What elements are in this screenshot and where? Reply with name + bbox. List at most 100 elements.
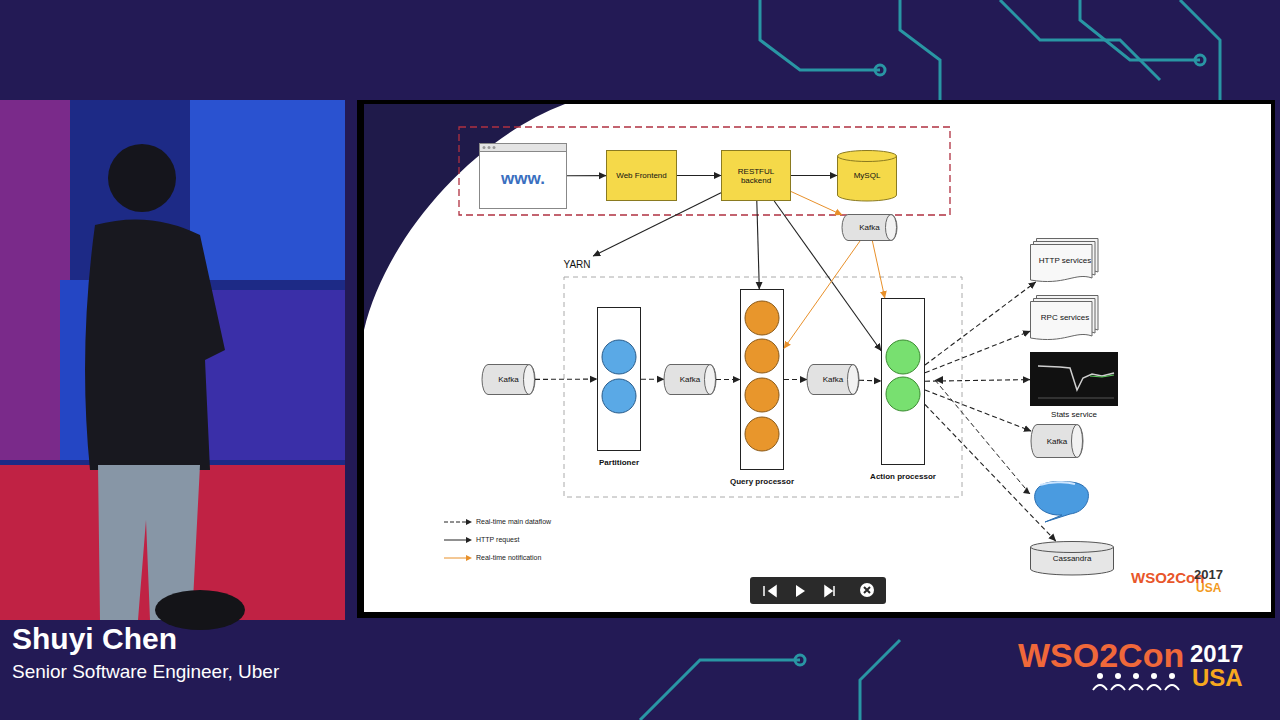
- circuit-node: [875, 65, 885, 75]
- queue-cylinder: Kafka: [482, 364, 535, 395]
- task-circle: [745, 417, 779, 451]
- web-group-frame: [459, 127, 950, 215]
- database-cylinder: MySQL: [837, 150, 897, 201]
- node-caption: Partitioner: [599, 458, 639, 467]
- logo-country: USA: [1192, 664, 1243, 692]
- node-text: MySQL: [852, 171, 883, 180]
- stage-panel: [200, 290, 345, 460]
- chart-panel: [1030, 352, 1118, 406]
- cylinder-end: [1072, 425, 1083, 458]
- processor-frame: [741, 290, 784, 470]
- circuit-line: [760, 0, 880, 70]
- chat-bubble: [1035, 482, 1089, 522]
- prev-icon: [764, 586, 776, 596]
- legend-sample: [444, 540, 466, 541]
- node-text: Kafka: [1045, 437, 1069, 446]
- processor-box: Query processor: [740, 289, 784, 470]
- request-arrow: [791, 175, 837, 176]
- logo-people-bodies: [1093, 685, 1179, 690]
- dataflow-arrow: [716, 379, 740, 380]
- player-bar: [750, 577, 886, 604]
- task-circle: [745, 378, 779, 412]
- cylinder-end: [524, 365, 535, 395]
- service-document: RPC services: [1030, 295, 1100, 340]
- logo-text: WSO2Con: [1131, 569, 1204, 586]
- play-icon: [796, 585, 805, 597]
- circuit-line: [860, 640, 900, 720]
- speaker-name: Shuyi Chen: [12, 622, 177, 656]
- node-text: Cassandra: [1051, 554, 1094, 563]
- dataflow-arrow: [859, 380, 881, 382]
- logo-country: USA: [1196, 581, 1221, 595]
- browser-bar: [480, 144, 567, 152]
- legend-sample: [444, 558, 466, 559]
- node-text: www.: [499, 169, 547, 189]
- request-arrow: [757, 201, 760, 289]
- logo-year: 2017: [1194, 567, 1223, 582]
- dataflow-arrow: [641, 379, 664, 380]
- database-cylinder: Cassandra: [1030, 541, 1114, 575]
- dataflow-arrow: [925, 282, 1036, 365]
- browser-dot: [493, 146, 496, 149]
- dataflow-arrow: [925, 331, 1030, 373]
- processor-box: Partitioner: [597, 307, 641, 451]
- stage-panel: [190, 100, 345, 280]
- logo-text: WSO2Con: [1018, 636, 1184, 675]
- yarn-group-frame: [564, 277, 962, 497]
- node-text: Kafka: [821, 375, 845, 384]
- arrow-head: [1023, 487, 1030, 494]
- bubble-highlight: [1040, 482, 1075, 485]
- task-circle: [602, 379, 636, 413]
- logo-year: 2017: [1190, 640, 1243, 668]
- task-circle: [745, 301, 779, 335]
- cylinder-body: [838, 156, 897, 201]
- node-outline: [1030, 352, 1118, 406]
- notification-arrow: [872, 241, 884, 298]
- processor-frame: [882, 299, 925, 465]
- next-icon: [825, 586, 834, 596]
- task-circle: [886, 377, 920, 411]
- task-circle: [886, 340, 920, 374]
- node-text: Kafka: [857, 223, 881, 232]
- queue-cylinder: Kafka: [807, 364, 859, 395]
- speaker-body: [85, 219, 225, 470]
- cylinder-top: [838, 151, 897, 162]
- service-document: HTTP services: [1030, 238, 1100, 282]
- node-caption: Stats service: [1051, 410, 1097, 419]
- slide-body: [364, 104, 1271, 612]
- cylinder-end: [886, 215, 897, 241]
- slide-corner: [364, 104, 565, 330]
- legend-text: Real-time notification: [476, 554, 541, 561]
- process-box: RESTFUL backend: [721, 150, 791, 201]
- close-cross: [864, 587, 870, 593]
- node-caption: Action processor: [870, 472, 936, 481]
- player-controls: [750, 577, 886, 604]
- processor-frame: [598, 308, 641, 451]
- node-text: RESTFUL backend: [722, 167, 790, 185]
- slide-frame: [357, 100, 1275, 618]
- request-arrow: [593, 193, 721, 256]
- circuit-line: [640, 660, 800, 720]
- cylinder-body: [664, 365, 716, 395]
- legend-text: HTTP request: [476, 536, 519, 543]
- cylinder-body: [482, 365, 535, 395]
- stage-backdrop: [0, 100, 345, 620]
- page-front: [1031, 302, 1093, 340]
- request-arrow: [677, 175, 721, 176]
- processor-box: Action processor: [881, 298, 925, 465]
- flow-line: [935, 380, 1030, 494]
- stats-chart: Stats service: [1030, 352, 1118, 406]
- cylinder-top: [1031, 542, 1114, 553]
- dataflow-arrow: [535, 379, 597, 380]
- cluster-label: YARN: [556, 256, 598, 272]
- node-outline: [597, 307, 641, 451]
- legend-samples: [444, 519, 472, 561]
- cylinder-end: [705, 365, 716, 395]
- cylinder-body: [842, 215, 897, 241]
- slide: [357, 100, 1275, 618]
- process-box: Web Frontend: [606, 150, 677, 201]
- request-arrow: [774, 201, 881, 351]
